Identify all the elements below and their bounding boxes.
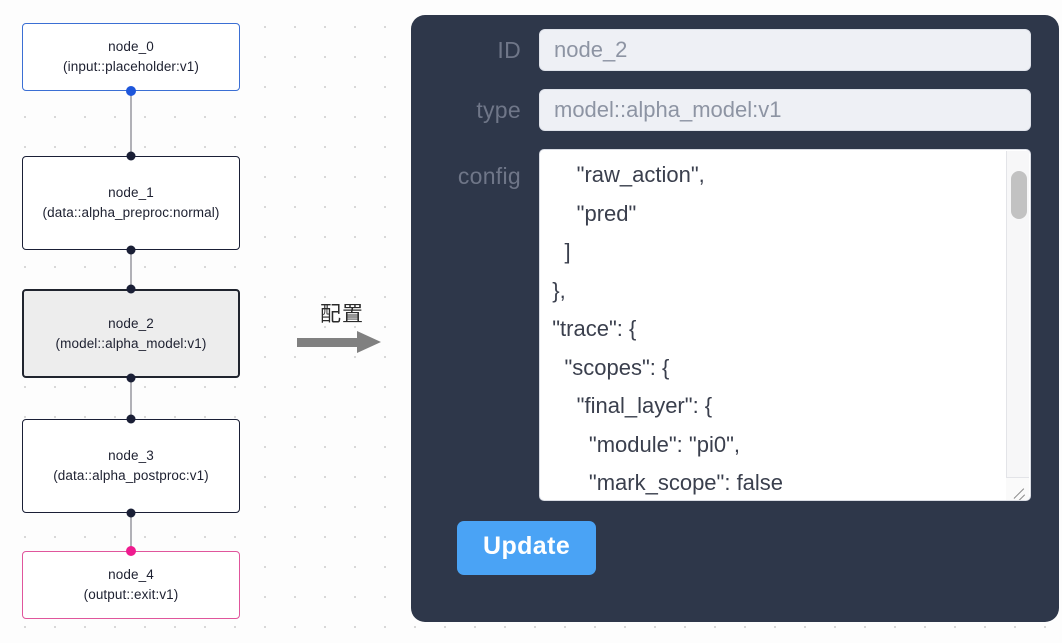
node3-target-handle[interactable]: [126, 414, 136, 424]
arrow-label: 配置: [320, 302, 364, 326]
node2-target-handle[interactable]: [126, 284, 136, 294]
node-subtitle: (data::alpha_postproc:v1): [53, 468, 209, 483]
node3-source-handle[interactable]: [126, 508, 136, 518]
node-title: node_3: [108, 448, 154, 464]
config-arrow-group: 配置: [297, 298, 387, 354]
node-title: node_2: [108, 315, 154, 331]
node-subtitle: (model::alpha_model:v1): [55, 335, 207, 351]
node-subtitle: (input::placeholder:v1): [63, 59, 199, 74]
edge-node2-node3: [130, 377, 132, 419]
flow-node-node_0[interactable]: node_0 (input::placeholder:v1): [22, 23, 240, 91]
resize-handle-icon[interactable]: [1006, 477, 1029, 500]
node0-source-handle[interactable]: [126, 86, 136, 96]
id-field-row: ID node_2: [439, 29, 1031, 71]
edge-node3-node4: [130, 513, 132, 551]
flow-node-node_3[interactable]: node_3 (data::alpha_postproc:v1): [22, 419, 240, 513]
config-textarea-wrap[interactable]: "raw_action", "pred" ] }, "trace": { "sc…: [539, 149, 1031, 501]
panel-actions: Update: [457, 521, 1031, 575]
id-field-label: ID: [497, 36, 521, 63]
config-field-row: config "raw_action", "pred" ] }, "trace"…: [439, 149, 1031, 501]
flow-node-node_2[interactable]: node_2 (model::alpha_model:v1): [22, 289, 240, 378]
scrollbar-thumb[interactable]: [1011, 171, 1027, 219]
node2-source-handle[interactable]: [126, 373, 136, 383]
config-textarea[interactable]: "raw_action", "pred" ] }, "trace": { "sc…: [552, 162, 784, 495]
node-subtitle: (data::alpha_preproc:normal): [42, 205, 220, 220]
edge-node1-node2: [130, 249, 132, 289]
node-title: node_0: [108, 39, 154, 55]
type-input[interactable]: model::alpha_model:v1: [539, 89, 1031, 131]
node1-source-handle[interactable]: [126, 245, 136, 255]
edge-node0-node1: [130, 90, 132, 156]
type-field-row: type model::alpha_model:v1: [439, 89, 1031, 131]
node-title: node_1: [108, 185, 154, 201]
update-button[interactable]: Update: [457, 521, 597, 575]
node1-target-handle[interactable]: [126, 151, 136, 161]
right-arrow-icon: [297, 330, 387, 354]
type-field-label: type: [476, 96, 521, 123]
node-config-panel: ID node_2 type model::alpha_model:v1 con…: [411, 15, 1059, 622]
node-subtitle: (output::exit:v1): [83, 587, 179, 602]
node4-target-handle[interactable]: [126, 546, 136, 556]
id-input[interactable]: node_2: [539, 29, 1031, 71]
node-title: node_4: [108, 567, 154, 583]
flow-node-node_4[interactable]: node_4 (output::exit:v1): [22, 551, 240, 619]
config-field-label: config: [457, 163, 521, 189]
vertical-scrollbar[interactable]: [1006, 151, 1029, 500]
flow-node-node_1[interactable]: node_1 (data::alpha_preproc:normal): [22, 156, 240, 250]
